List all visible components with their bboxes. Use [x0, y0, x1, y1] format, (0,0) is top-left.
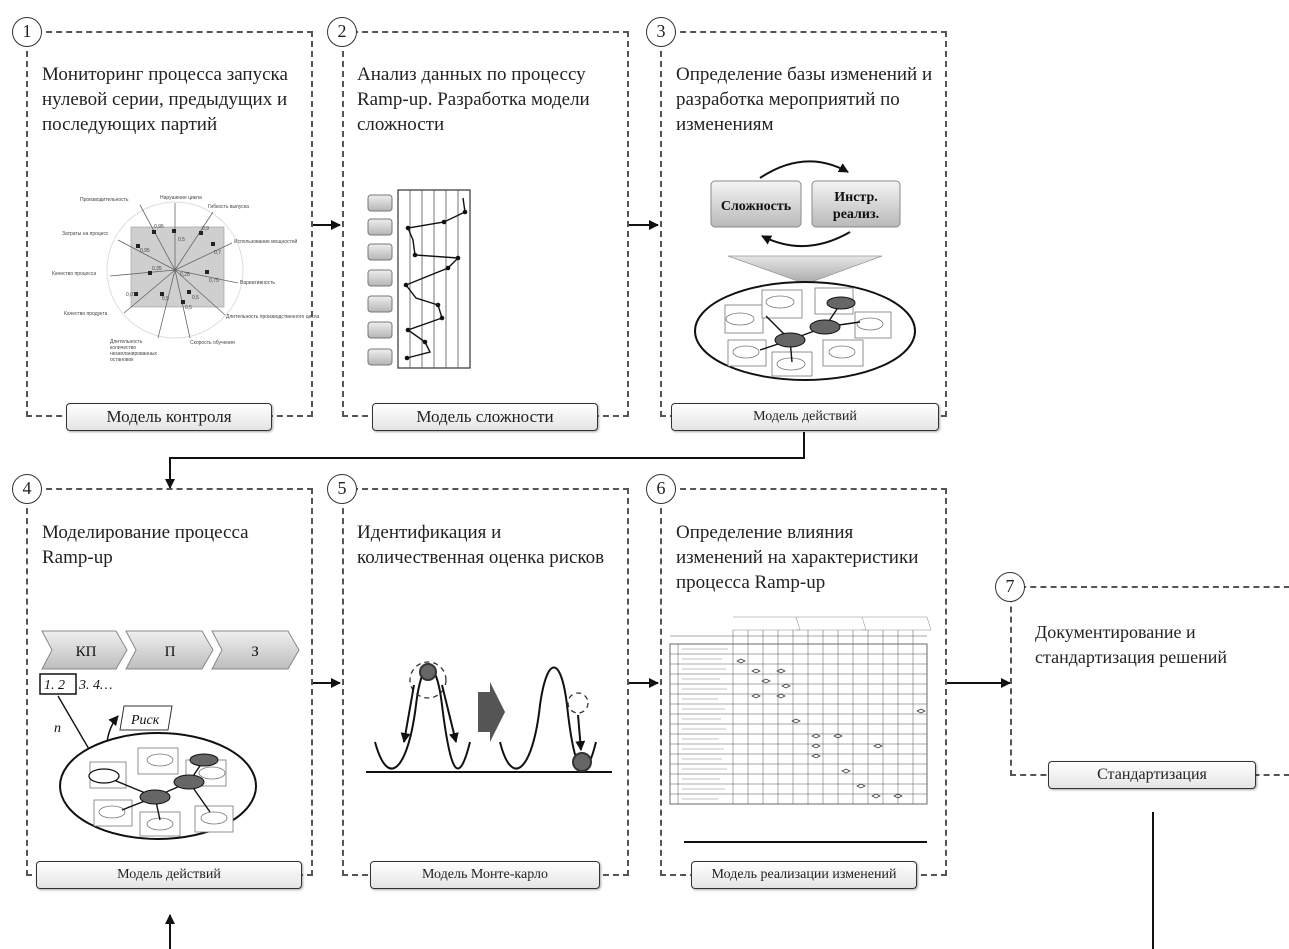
- radar-axis-label: Длительность производственного цикла: [226, 314, 320, 320]
- change-cycle-diagram: Сложность Инстр. реализ.: [710, 160, 901, 285]
- step-number-6: 6: [646, 474, 676, 504]
- radar-chart: 0,5 0,9 0,7 0,75 0,5 0,5 0,5 0,28 0,35 0…: [52, 195, 320, 363]
- radar-axis-label: Нарушение цикла: [160, 195, 202, 201]
- phase-p: П: [165, 644, 176, 660]
- model-control-button[interactable]: Модель контроля: [66, 403, 272, 431]
- step-number-3: 3: [646, 17, 676, 47]
- radar-axis-label: Качество продукта: [64, 311, 108, 317]
- radar-value: 0,5: [162, 296, 169, 302]
- radar-axis-label: Затраты на процесс: [62, 231, 109, 237]
- radar-axis-label: Гибкость выпуска: [208, 204, 249, 210]
- step-number-7: 7: [995, 572, 1025, 602]
- standardization-button[interactable]: Стандартизация: [1048, 761, 1256, 789]
- radar-axis-label: незапланированных: [110, 351, 158, 357]
- network-ellipse-3: [694, 281, 916, 381]
- arrow-3-4: [165, 432, 805, 489]
- radar-value: 0,28: [180, 272, 190, 278]
- phase-z: З: [251, 644, 259, 660]
- monte-carlo-diagram: [366, 661, 612, 773]
- sequence-boxed: 1. 2: [44, 678, 65, 693]
- radar-value: 0,95: [154, 224, 164, 230]
- model-actions-button[interactable]: Модель действий: [671, 403, 939, 431]
- radar-axis-label: Качество процесса: [52, 271, 96, 277]
- radar-value: 0,5: [185, 305, 192, 311]
- n-label: n: [54, 721, 61, 736]
- phase-kp: КП: [76, 644, 97, 660]
- complexity-box: Сложность: [721, 199, 792, 214]
- radar-axis-label: количество: [110, 345, 136, 351]
- sequence-rest: 3. 4…: [78, 678, 112, 693]
- change-table: [669, 616, 932, 843]
- radar-value: 0,35: [152, 266, 162, 272]
- risk-label: Риск: [130, 713, 160, 728]
- radar-axis-label: Вариативность: [240, 280, 275, 286]
- network-ellipse-4: [59, 732, 257, 840]
- radar-value: 0,95: [140, 248, 150, 254]
- implementation-box: реализ.: [833, 207, 879, 222]
- complexity-chart: [367, 189, 471, 369]
- ramp-up-phases: КП П З 1. 2 3. 4… n Риск: [39, 630, 300, 771]
- step-number-5: 5: [327, 474, 357, 504]
- radar-axis-label: Использование мощностей: [234, 238, 298, 245]
- radar-value: 0,5: [178, 237, 185, 243]
- radar-value: 0,5: [192, 295, 199, 301]
- radar-axis-label: Скорость обучения: [190, 340, 235, 346]
- radar-axis-label: остановок: [110, 357, 134, 363]
- radar-value: 0,9: [202, 226, 209, 232]
- model-change-implementation-button[interactable]: Модель реализации изменений: [691, 861, 917, 889]
- radar-axis-label: Длительность: [110, 339, 143, 345]
- step-number-2: 2: [327, 17, 357, 47]
- radar-value: 0,75: [209, 278, 219, 284]
- model-complexity-button[interactable]: Модель сложности: [372, 403, 598, 431]
- step-box-7: [1010, 586, 1289, 776]
- radar-value: 0,7: [214, 250, 221, 256]
- step-number-4: 4: [12, 474, 42, 504]
- radar-axis-label: Производительность: [80, 197, 129, 203]
- model-monte-carlo-button[interactable]: Модель Монте-карло: [370, 861, 600, 889]
- implementation-box: Инстр.: [834, 190, 878, 205]
- step-number-1: 1: [12, 17, 42, 47]
- radar-value: 0,07: [126, 292, 136, 298]
- connectors: [165, 220, 1154, 949]
- model-actions-button-4[interactable]: Модель действий: [36, 861, 302, 889]
